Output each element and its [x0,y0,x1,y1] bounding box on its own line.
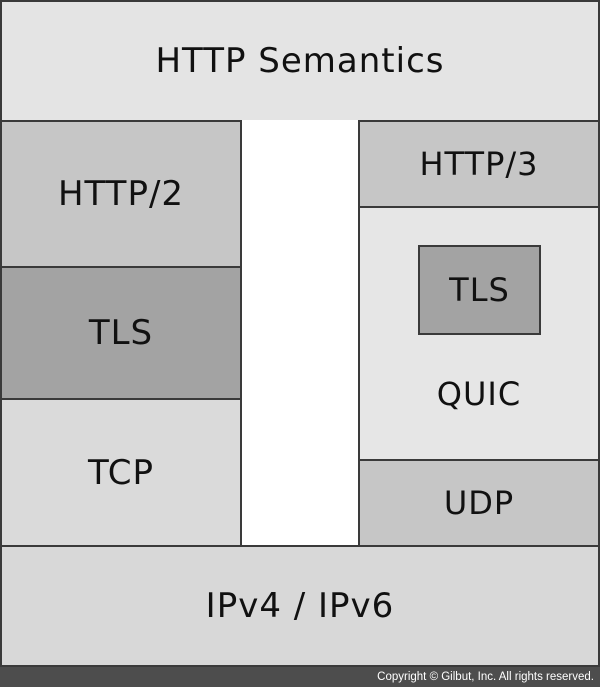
http2-label: HTTP/2 [57,174,185,214]
tcp-layer: TCP [0,398,242,547]
udp-layer: UDP [358,459,600,547]
copyright-bar: Copyright © Gilbut, Inc. All rights rese… [0,667,600,687]
http2-layer: HTTP/2 [0,120,242,268]
http3-layer: HTTP/3 [358,120,600,208]
quic-label: QUIC [436,375,522,413]
tls-layer-left: TLS [0,266,242,400]
ip-layer: IPv4 / IPv6 [0,545,600,667]
udp-label: UDP [443,484,515,522]
tcp-label: TCP [87,452,155,493]
tls-inner-label: TLS [449,271,510,309]
http-semantics-label: HTTP Semantics [155,41,445,81]
tls-left-label: TLS [88,313,154,353]
tls-layer-in-quic: TLS [418,245,541,335]
ip-label: IPv4 / IPv6 [205,586,395,626]
http3-label: HTTP/3 [419,145,539,183]
copyright-text: Copyright © Gilbut, Inc. All rights rese… [377,671,594,683]
http-semantics-layer: HTTP Semantics [0,0,600,122]
column-gap [240,120,360,547]
